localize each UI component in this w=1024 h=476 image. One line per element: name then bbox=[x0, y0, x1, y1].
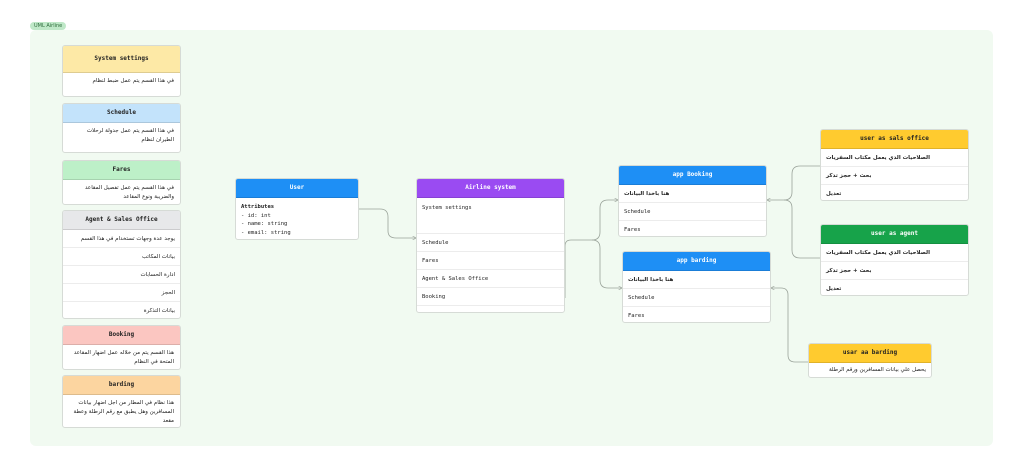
board-tag[interactable]: UML Airline bbox=[30, 22, 67, 30]
legend-agent-sales-item: ادارة الحسابات bbox=[63, 266, 180, 284]
airline-system-item: Booking bbox=[417, 288, 564, 306]
user-attributes: Attributes - id: int - name: string - em… bbox=[236, 198, 358, 239]
airline-system-item: Schedule bbox=[417, 234, 564, 252]
app-barding-item: هنا باخذا البيانات bbox=[623, 271, 770, 289]
user-barding-class[interactable]: usar aa barding يحصل علي بيانات المسافري… bbox=[808, 343, 932, 378]
legend-schedule-desc: في هذا القسم يتم عمل جدولة لرحلات الطيرا… bbox=[86, 128, 174, 143]
user-sales-office-item: الصلاحيات الذي يعمل مكتاب السفريات bbox=[821, 149, 968, 167]
legend-agent-sales-item: الحجز bbox=[63, 284, 180, 302]
user-attributes-label: Attributes bbox=[241, 204, 275, 210]
legend-agent-sales-title: Agent & Sales Office bbox=[63, 211, 180, 230]
user-agent-item: الصلاحيات الذي يعمل مكتاب السفريات bbox=[821, 244, 968, 262]
airline-system-item: System settings bbox=[417, 198, 564, 234]
app-barding-item: Schedule bbox=[623, 289, 770, 307]
legend-fares[interactable]: Fares في هذا القسم يتم عمل تفصيل المقاعد… bbox=[62, 160, 181, 205]
legend-fares-title: Fares bbox=[63, 161, 180, 180]
user-agent-title: user as agent bbox=[821, 225, 968, 244]
app-booking-class[interactable]: app Booking هنا باخذا البيانات Schedule … bbox=[618, 165, 767, 237]
legend-barding[interactable]: barding هذا نظام في المطار من اجل اضهار … bbox=[62, 375, 181, 428]
app-barding-title: app barding bbox=[623, 252, 770, 271]
user-agent-class[interactable]: user as agent الصلاحيات الذي يعمل مكتاب … bbox=[820, 224, 969, 296]
legend-booking-title: Booking bbox=[63, 326, 180, 345]
user-agent-item: بحث + حجز تذكر bbox=[821, 262, 968, 280]
user-class-title: User bbox=[236, 179, 358, 198]
app-booking-item: Fares bbox=[624, 227, 641, 233]
app-booking-item: Schedule bbox=[619, 203, 766, 221]
app-booking-item: هنا باخذا البيانات bbox=[619, 185, 766, 203]
legend-booking-desc: هذا القسم يتم من خلاله عمل اضهار المقاعد… bbox=[73, 350, 174, 365]
airline-system-item: Agent & Sales Office bbox=[417, 270, 564, 288]
user-attribute: - name: string bbox=[241, 221, 288, 227]
connector-airline-to-app-booking bbox=[564, 200, 618, 298]
user-attribute: - email: string bbox=[241, 229, 291, 236]
app-booking-title: app Booking bbox=[619, 166, 766, 185]
legend-agent-sales[interactable]: Agent & Sales Office يوجد عدة وجهات تستخ… bbox=[62, 210, 181, 319]
legend-system-settings[interactable]: System settings في هذا القسم يتم عمل ضبط… bbox=[62, 45, 181, 97]
user-barding-desc: يحصل علي بيانات المسافرين ورقم الرطلة bbox=[828, 367, 926, 373]
user-sales-office-item: بحث + حجز تذكر bbox=[821, 167, 968, 185]
connector-airline-to-app-barding bbox=[591, 239, 622, 288]
connector-barding-user-to-app-barding bbox=[771, 288, 808, 363]
app-barding-class[interactable]: app barding هنا باخذا البيانات Schedule … bbox=[622, 251, 771, 323]
legend-agent-sales-item: يوجد عدة وجهات تستخدام في هذا القسم bbox=[63, 230, 180, 248]
airline-system-title: Airline system bbox=[417, 179, 564, 198]
legend-system-settings-desc: في هذا القسم يتم عمل ضبط لنظام bbox=[92, 78, 174, 84]
legend-agent-sales-item: بيانات المكاتب bbox=[63, 248, 180, 266]
user-class[interactable]: User Attributes - id: int - name: string… bbox=[235, 178, 359, 240]
legend-agent-sales-item: بيانات التذكرة bbox=[143, 308, 175, 314]
legend-barding-desc: هذا نظام في المطار من اجل اضهار بيانات ا… bbox=[73, 400, 174, 424]
connector-sales-office-to-app-booking bbox=[767, 165, 820, 200]
airline-system-item: barding bbox=[417, 306, 564, 312]
connector-user-to-schedule bbox=[359, 208, 416, 238]
user-sales-office-item: تعديل bbox=[826, 191, 842, 197]
legend-system-settings-title: System settings bbox=[63, 46, 180, 73]
user-agent-item: تعديل bbox=[826, 286, 842, 292]
airline-system-item: Fares bbox=[417, 252, 564, 270]
user-sales-office-title: user as sals office bbox=[821, 130, 968, 149]
user-barding-title: usar aa barding bbox=[809, 344, 931, 363]
legend-booking[interactable]: Booking هذا القسم يتم من خلاله عمل اضهار… bbox=[62, 325, 181, 370]
airline-system-class[interactable]: Airline system System settings Schedule … bbox=[416, 178, 565, 313]
legend-schedule[interactable]: Schedule في هذا القسم يتم عمل جدولة لرحل… bbox=[62, 103, 181, 153]
user-attribute: - id: int bbox=[241, 212, 271, 219]
legend-schedule-title: Schedule bbox=[63, 104, 180, 123]
app-barding-item: Fares bbox=[628, 313, 645, 319]
user-sales-office-class[interactable]: user as sals office الصلاحيات الذي يعمل … bbox=[820, 129, 969, 201]
legend-barding-title: barding bbox=[63, 376, 180, 395]
legend-fares-desc: في هذا القسم يتم عمل تفصيل المقاعد والضر… bbox=[85, 185, 174, 200]
connector-agent-to-app-booking bbox=[783, 199, 820, 259]
